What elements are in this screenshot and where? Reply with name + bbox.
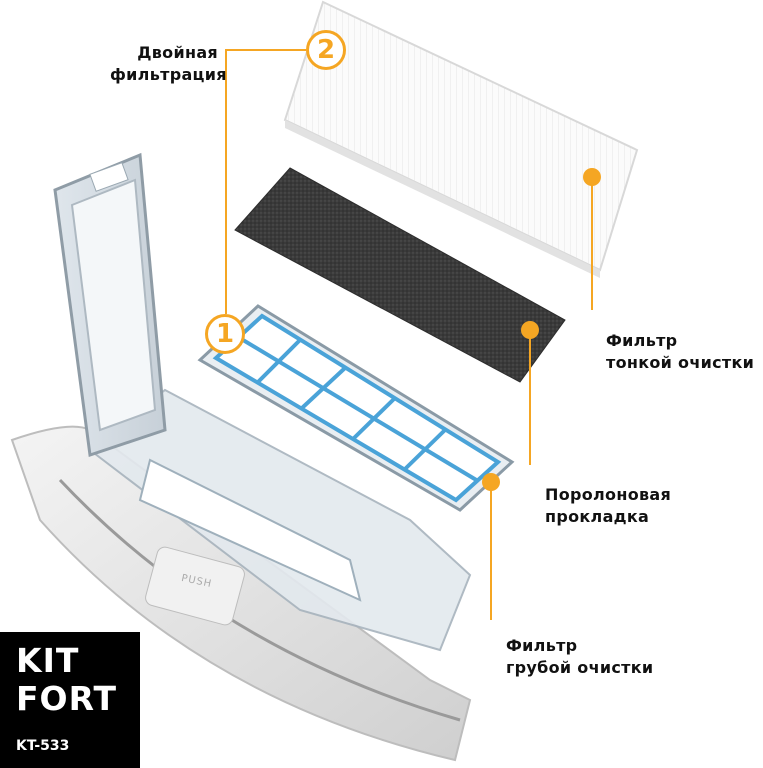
label-coarse-filter: Фильтр грубой очистки [506,635,653,679]
label-coarse-line1: Фильтр [506,636,578,655]
coarse-filter-illustration [197,304,515,512]
dustbin-illustration [10,152,472,762]
brand-line2: FORT [16,679,118,718]
label-dual-filtration: Двойная фильтрация [110,42,227,86]
brand-name: KIT FORT [16,642,117,718]
label-foam-pad: Поролоновая прокладка [545,484,671,528]
foam-pad-illustration [234,167,566,383]
label-fine-line2: тонкой очистки [606,353,755,372]
badge-number-1: 1 [205,314,245,354]
label-dual-line2: фильтрация [110,65,227,84]
fine-filter-illustration [283,0,639,278]
label-foam-line2: прокладка [545,507,650,526]
label-foam-line1: Поролоновая [545,485,672,504]
brand-line1: KIT [16,641,80,680]
leader-lines [225,49,593,620]
leader-dots [482,168,601,491]
label-coarse-line2: грубой очистки [506,658,654,677]
model-number: KT-533 [16,738,70,754]
badge-number-2: 2 [306,30,346,70]
label-fine-line1: Фильтр [606,331,678,350]
label-dual-line1: Двойная [137,43,218,62]
brand-logo: KIT FORT KT-533 [0,632,140,768]
label-fine-filter: Фильтр тонкой очистки [606,330,754,374]
